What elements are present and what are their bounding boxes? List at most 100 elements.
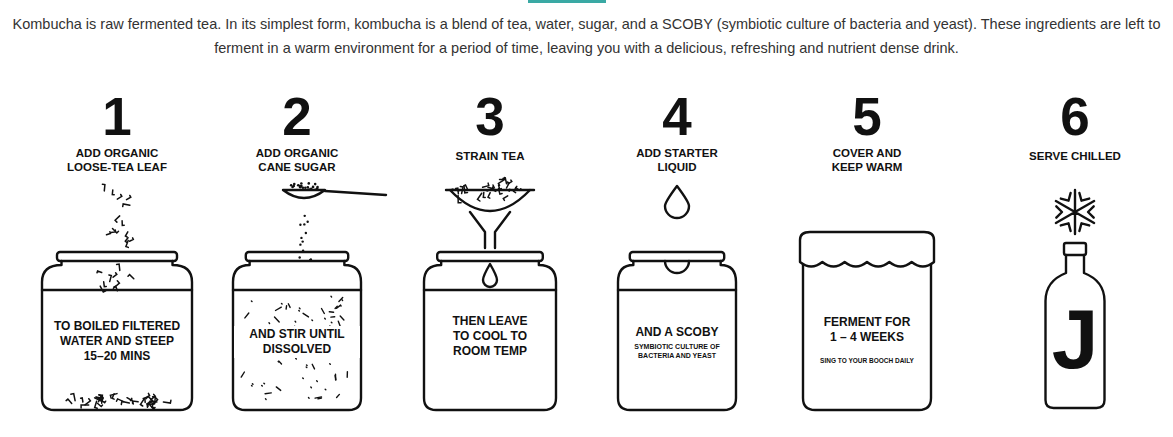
tea-leaf	[66, 399, 72, 403]
step-number: 6	[1060, 90, 1089, 143]
dissolving-sugar	[316, 380, 318, 382]
step-heading: ADD ORGANIC LOOSE-TEA LEAF	[61, 146, 173, 174]
dissolving-sugar	[337, 394, 340, 397]
text-slot: COVER AND KEEP WARM	[777, 146, 957, 175]
step-heading: STRAIN TEA	[456, 149, 525, 163]
text-slot: 3	[400, 90, 580, 143]
bottle-cap	[1064, 243, 1086, 255]
tea-leaf	[109, 275, 111, 282]
dissolving-sugar	[334, 376, 336, 380]
dissolving-sugar	[245, 313, 249, 318]
dissolving-sugar	[299, 307, 301, 309]
dissolving-sugar	[331, 322, 333, 324]
tea-leaf	[128, 275, 134, 279]
tea-leaf	[97, 403, 102, 406]
tea-leaf	[163, 400, 171, 403]
step-number: 3	[475, 90, 504, 143]
dissolving-sugar	[276, 387, 280, 391]
tea-leaf	[95, 401, 98, 408]
tea-leaf	[140, 399, 144, 406]
step-jar: 1ADD ORGANIC LOOSE-TEA LEAFTO BOILED FIL…	[27, 85, 207, 415]
spoon-handle	[325, 191, 386, 195]
step-note: SYMBIOTIC CULTURE OF BACTERIA AND YEAST	[631, 342, 723, 360]
tea-leaf	[503, 196, 507, 201]
tea-leaf	[498, 180, 503, 185]
dissolving-sugar	[335, 306, 337, 308]
step-heading: SERVE CHILLED	[1029, 149, 1121, 163]
dissolving-sugar	[303, 313, 308, 317]
dissolving-sugar	[312, 364, 314, 369]
dissolving-sugar	[288, 304, 290, 308]
dissolving-sugar	[308, 397, 310, 399]
step-heading: ADD STARTER LIQUID	[621, 146, 733, 174]
jar-body	[233, 261, 361, 410]
tea-leaf	[85, 399, 90, 405]
tea-leaf	[125, 232, 127, 237]
dissolving-sugar	[281, 303, 283, 305]
spoon-bowl	[283, 190, 325, 198]
dissolving-sugar	[318, 397, 322, 399]
dissolving-sugar	[276, 307, 282, 310]
tea-leaf	[113, 273, 117, 277]
sugar-grain	[298, 256, 300, 258]
dissolving-sugar	[263, 383, 265, 385]
jar-body	[42, 261, 192, 410]
tea-leaf	[117, 264, 120, 270]
tea-leaf	[488, 193, 490, 199]
tea-leaf	[81, 398, 83, 402]
funnel	[470, 212, 510, 248]
dissolving-sugar	[252, 383, 254, 385]
text-slot: THEN LEAVE TO COOL TO ROOM TEMP	[400, 314, 580, 359]
step-instruction: THEN LEAVE TO COOL TO ROOM TEMP	[445, 314, 535, 359]
sugar-grain	[312, 186, 315, 189]
jar-body	[803, 262, 931, 410]
dissolving-sugar	[294, 321, 296, 323]
water-line	[424, 289, 556, 291]
tea-leaf	[97, 271, 102, 273]
dissolving-sugar	[324, 318, 326, 320]
dissolving-sugar	[325, 389, 327, 391]
text-slot: ADD ORGANIC LOOSE-TEA LEAF	[27, 146, 207, 175]
tea-leaf	[483, 193, 485, 198]
tea-leaf	[130, 238, 134, 241]
caption-text: Kombucha is raw fermented tea. In its si…	[5, 12, 1168, 60]
tea-leaf	[125, 238, 128, 243]
bottle: 6SERVE CHILLEDJ	[985, 85, 1165, 415]
sugar-grain	[300, 237, 302, 239]
sugar-grain	[307, 186, 310, 189]
sugar-grain	[299, 224, 301, 226]
strainer-rim	[446, 189, 534, 191]
sugar-grain	[307, 182, 310, 185]
tea-leaf	[123, 204, 130, 207]
dissolving-sugar	[298, 310, 300, 312]
step-jar: 3STRAIN TEA THEN LEAVE TO COOL TO ROOM TE…	[400, 85, 580, 415]
sugar-grain	[306, 221, 308, 223]
dissolving-sugar	[322, 309, 325, 314]
water-line	[233, 289, 361, 291]
dissolving-sugar	[306, 366, 308, 368]
step-jar: 2ADD ORGANIC CANE SUGARAND STIR UNTIL DI…	[207, 85, 387, 415]
dissolving-sugar	[310, 386, 312, 388]
tea-leaf	[147, 404, 154, 407]
dissolving-sugar	[251, 385, 253, 387]
dissolving-sugar	[330, 296, 332, 298]
text-slot: AND STIR UNTIL DISSOLVED	[207, 326, 387, 358]
dissolving-sugar	[279, 361, 282, 364]
starter-splash	[665, 261, 689, 273]
sugar-grain	[299, 185, 302, 188]
step-instruction: FERMENT FOR 1 – 4 WEEKS	[821, 315, 913, 345]
sugar-grain	[303, 223, 305, 225]
dissolving-sugar	[329, 311, 333, 313]
dissolving-sugar	[329, 363, 331, 365]
dissolving-sugar	[306, 364, 308, 366]
dissolving-sugar	[315, 397, 321, 398]
strainer-bowl	[450, 190, 530, 211]
tea-leaf	[95, 398, 103, 401]
step-instruction: AND STIR UNTIL DISSOLVED	[234, 326, 360, 358]
jar-lid	[630, 252, 724, 261]
text-slot: 2	[207, 90, 387, 143]
jar-body	[618, 261, 736, 410]
bottle-body	[1046, 255, 1105, 408]
